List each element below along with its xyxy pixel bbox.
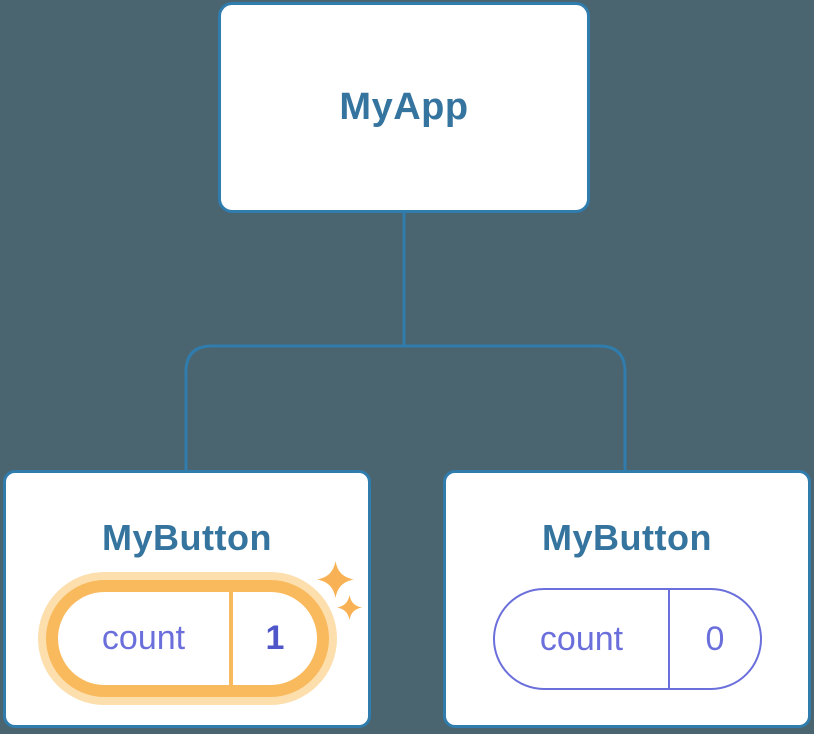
state-label: count [101, 619, 186, 657]
mybutton-node-right: MyButton count 0 [443, 470, 811, 728]
state-pill-right: count 0 [493, 588, 762, 690]
sparkle-icon [337, 595, 362, 620]
myapp-node: MyApp [218, 2, 590, 213]
mybutton-left-title: MyButton [102, 517, 272, 558]
pill-divider [229, 592, 233, 685]
state-label: count [539, 619, 624, 658]
state-highlight-ring: count 1 [46, 580, 329, 697]
state-value: 1 [265, 619, 285, 657]
state-value: 0 [705, 619, 725, 658]
connector-bracket [184, 344, 627, 472]
state-pill-left: count 1 [58, 592, 317, 685]
sparkle-icon [317, 561, 354, 598]
mybutton-node-left: MyButton count 1 [3, 470, 371, 728]
mybutton-right-title: MyButton [542, 517, 712, 558]
myapp-node-title: MyApp [339, 86, 469, 128]
state-highlight-glow: count 1 [38, 572, 337, 705]
pill-divider [668, 590, 670, 688]
